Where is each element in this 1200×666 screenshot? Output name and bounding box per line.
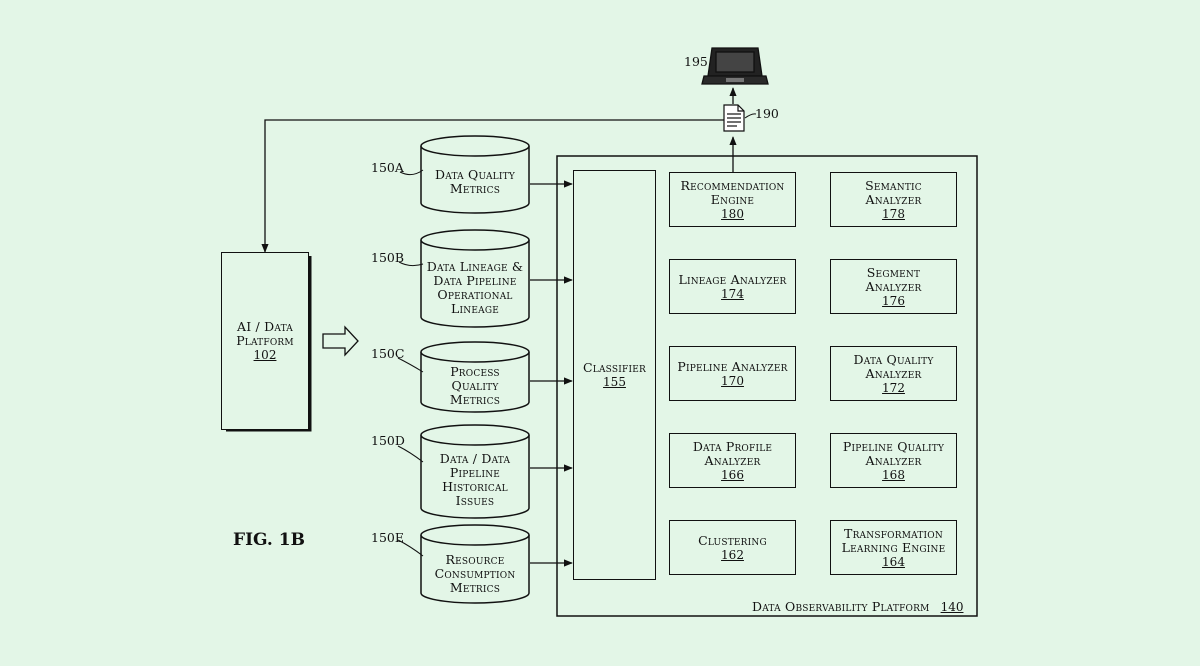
module-label: Data Quality Analyzer xyxy=(853,351,934,381)
module-segment-analyzer: Segment Analyzer 176 xyxy=(830,259,957,314)
module-label: Transformation Learning Engine xyxy=(841,525,946,555)
module-label: Segment Analyzer xyxy=(865,264,922,294)
leader-190 xyxy=(744,113,757,119)
observability-platform-frame xyxy=(556,155,978,617)
observability-platform-caption: Data Observability Platform 140 xyxy=(752,596,963,615)
laptop-icon xyxy=(701,47,769,85)
observability-platform-label: Data Observability Platform xyxy=(752,599,930,614)
module-label: Data Profile Analyzer xyxy=(692,438,773,468)
ref-150d: 150D xyxy=(371,433,405,448)
module-label: Lineage Analyzer xyxy=(678,271,787,287)
module-number: 180 xyxy=(721,206,744,221)
ref-190: 190 xyxy=(755,106,779,121)
module-number: 168 xyxy=(882,467,905,482)
module-data-quality-analyzer: Data Quality Analyzer 172 xyxy=(830,346,957,401)
cylinder-150c-label: Process Quality Metrics xyxy=(449,364,501,407)
observability-platform-number: 140 xyxy=(940,600,964,614)
leader-150d xyxy=(397,445,424,463)
hollow-flow-arrow xyxy=(322,325,359,357)
cylinder-150c xyxy=(420,341,530,413)
cylinder-150b-label: Data Lineage & Data Pipeline Operational… xyxy=(426,259,524,316)
module-label: Recommendation Engine xyxy=(680,177,785,207)
module-label: Clustering xyxy=(698,532,767,548)
leader-150b xyxy=(398,261,424,267)
leader-150e xyxy=(397,539,424,557)
module-number: 174 xyxy=(721,286,744,301)
module-number: 178 xyxy=(882,206,905,221)
module-recommendation-engine: Recommendation Engine 180 xyxy=(669,172,796,227)
classifier-box: Classifier 155 xyxy=(573,170,656,580)
cylinder-150e xyxy=(420,524,530,604)
ai-platform-label: AI / Data Platform xyxy=(236,319,294,348)
module-pipeline-quality-analyzer: Pipeline Quality Analyzer 168 xyxy=(830,433,957,488)
cylinder-150a-label: Data Quality Metrics xyxy=(435,167,515,196)
module-number: 166 xyxy=(721,467,744,482)
document-icon xyxy=(723,104,745,132)
ref-195: 195 xyxy=(684,54,708,69)
module-number: 162 xyxy=(721,547,744,562)
ai-platform-box: AI / Data Platform 102 xyxy=(221,252,309,430)
leader-150c xyxy=(397,357,424,373)
ai-platform-shadow xyxy=(226,256,312,432)
ref-150c: 150C xyxy=(371,346,405,361)
ref-150a: 150A xyxy=(371,160,404,175)
module-number: 164 xyxy=(882,554,905,569)
classifier-label: Classifier xyxy=(583,360,646,375)
ai-platform-number: 102 xyxy=(253,348,277,362)
module-semantic-analyzer: Semantic Analyzer 178 xyxy=(830,172,957,227)
module-label: Pipeline Quality Analyzer xyxy=(842,438,945,468)
module-lineage-analyzer: Lineage Analyzer 174 xyxy=(669,259,796,314)
ref-150e: 150E xyxy=(371,530,404,545)
cylinder-150e-label: Resource Consumption Metrics xyxy=(434,552,516,595)
cylinder-150b xyxy=(420,229,530,328)
figure-label: FIG. 1B xyxy=(233,530,305,550)
leader-150a xyxy=(399,169,424,176)
cylinder-150d-label: Data / Data Pipeline Historical Issues xyxy=(439,451,511,508)
cylinder-150d xyxy=(420,424,530,519)
module-label: Pipeline Analyzer xyxy=(677,358,788,374)
module-number: 170 xyxy=(721,373,744,388)
module-number: 176 xyxy=(882,293,905,308)
module-number: 172 xyxy=(882,380,905,395)
module-transformation-learning-engine: Transformation Learning Engine 164 xyxy=(830,520,957,575)
module-data-profile-analyzer: Data Profile Analyzer 166 xyxy=(669,433,796,488)
classifier-number: 155 xyxy=(603,375,626,389)
cylinder-150a xyxy=(420,135,530,214)
module-label: Semantic Analyzer xyxy=(865,177,922,207)
feedback-line xyxy=(261,119,726,253)
module-clustering: Clustering 162 xyxy=(669,520,796,575)
module-pipeline-analyzer: Pipeline Analyzer 170 xyxy=(669,346,796,401)
ref-150b: 150B xyxy=(371,250,405,265)
